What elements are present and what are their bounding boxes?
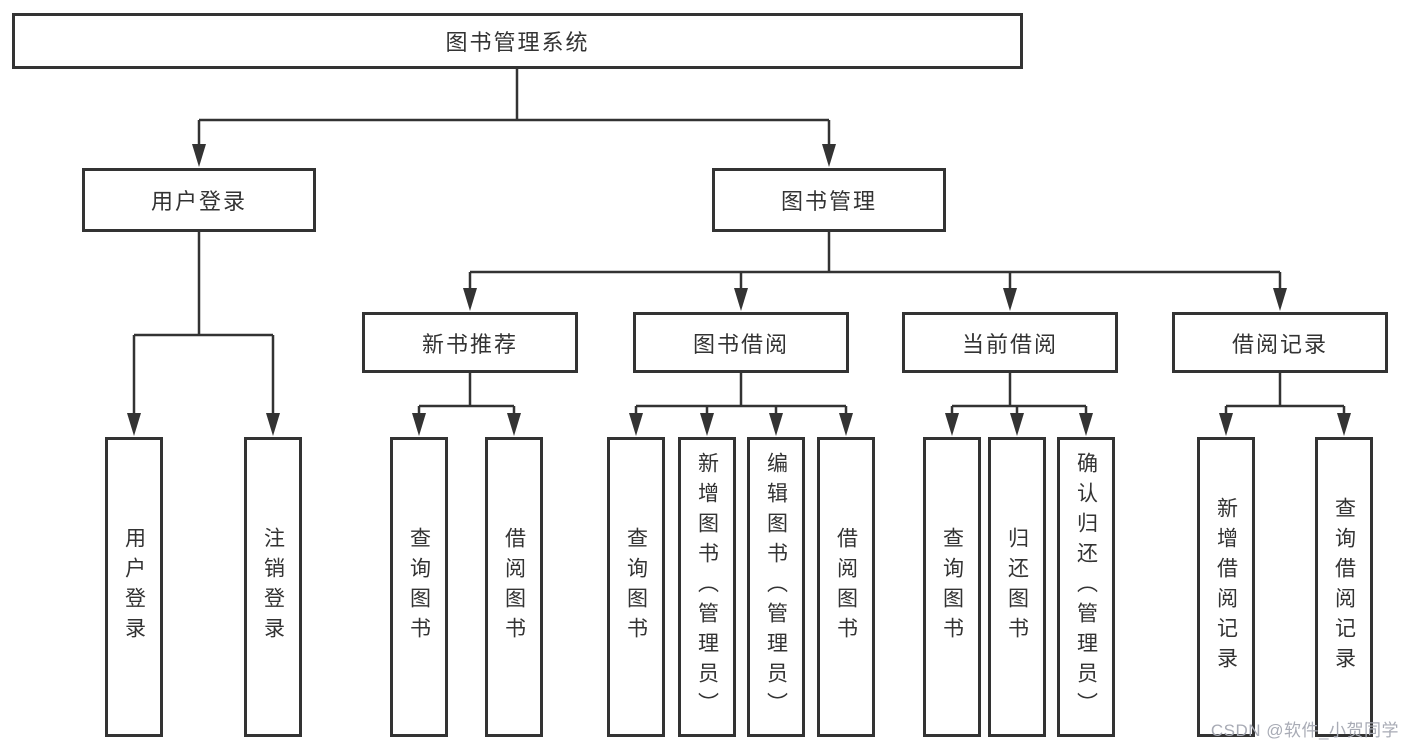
node-leaf-add-book-admin-label: 新增图书（管理员） <box>695 452 719 722</box>
node-leaf-query-books-1: 查询图书 <box>390 437 448 737</box>
node-current-borrow: 当前借阅 <box>902 312 1118 373</box>
node-leaf-add-borrow-record: 新增借阅记录 <box>1197 437 1255 737</box>
node-root-label: 图书管理系统 <box>445 30 590 55</box>
node-leaf-edit-book-admin-label: 编辑图书（管理员） <box>764 452 788 722</box>
node-leaf-edit-book-admin: 编辑图书（管理员） <box>747 437 805 737</box>
node-leaf-query-books-2: 查询图书 <box>607 437 665 737</box>
node-leaf-add-book-admin: 新增图书（管理员） <box>678 437 736 737</box>
node-leaf-query-books-3-label: 查询图书 <box>940 527 964 647</box>
node-leaf-user-login-label: 用户登录 <box>122 527 146 647</box>
node-user-login-label: 用户登录 <box>150 189 247 214</box>
node-leaf-query-books-3: 查询图书 <box>923 437 981 737</box>
node-leaf-query-borrow-record: 查询借阅记录 <box>1315 437 1373 737</box>
node-book-borrow-label: 图书借阅 <box>692 331 789 357</box>
node-leaf-confirm-return-admin-label: 确认归还（管理员） <box>1074 452 1098 722</box>
node-leaf-return-book: 归还图书 <box>988 437 1046 737</box>
node-book-management-label: 图书管理 <box>780 189 877 214</box>
node-new-book-recommend-label: 新书推荐 <box>421 331 518 357</box>
node-book-borrow: 图书借阅 <box>633 312 849 373</box>
node-borrow-record: 借阅记录 <box>1172 312 1388 373</box>
node-leaf-add-borrow-record-label: 新增借阅记录 <box>1214 497 1238 677</box>
node-leaf-borrow-book-2-label: 借阅图书 <box>834 527 858 647</box>
node-leaf-borrow-book-2: 借阅图书 <box>817 437 875 737</box>
node-leaf-borrow-book-1: 借阅图书 <box>485 437 543 737</box>
node-borrow-record-label: 借阅记录 <box>1231 331 1328 357</box>
node-root: 图书管理系统 <box>12 13 1023 69</box>
node-leaf-query-books-1-label: 查询图书 <box>407 527 431 647</box>
node-new-book-recommend: 新书推荐 <box>362 312 578 373</box>
node-leaf-logout-label: 注销登录 <box>261 527 285 647</box>
node-leaf-query-borrow-record-label: 查询借阅记录 <box>1332 497 1356 677</box>
node-book-management: 图书管理 <box>712 168 946 232</box>
node-user-login: 用户登录 <box>82 168 316 232</box>
node-leaf-return-book-label: 归还图书 <box>1005 527 1029 647</box>
node-leaf-confirm-return-admin: 确认归还（管理员） <box>1057 437 1115 737</box>
node-leaf-query-books-2-label: 查询图书 <box>624 527 648 647</box>
csdn-watermark: CSDN @软件_小贺同学 <box>1210 721 1399 740</box>
node-current-borrow-label: 当前借阅 <box>961 331 1058 357</box>
node-leaf-logout: 注销登录 <box>244 437 302 737</box>
node-leaf-user-login: 用户登录 <box>105 437 163 737</box>
node-leaf-borrow-book-1-label: 借阅图书 <box>502 527 526 647</box>
